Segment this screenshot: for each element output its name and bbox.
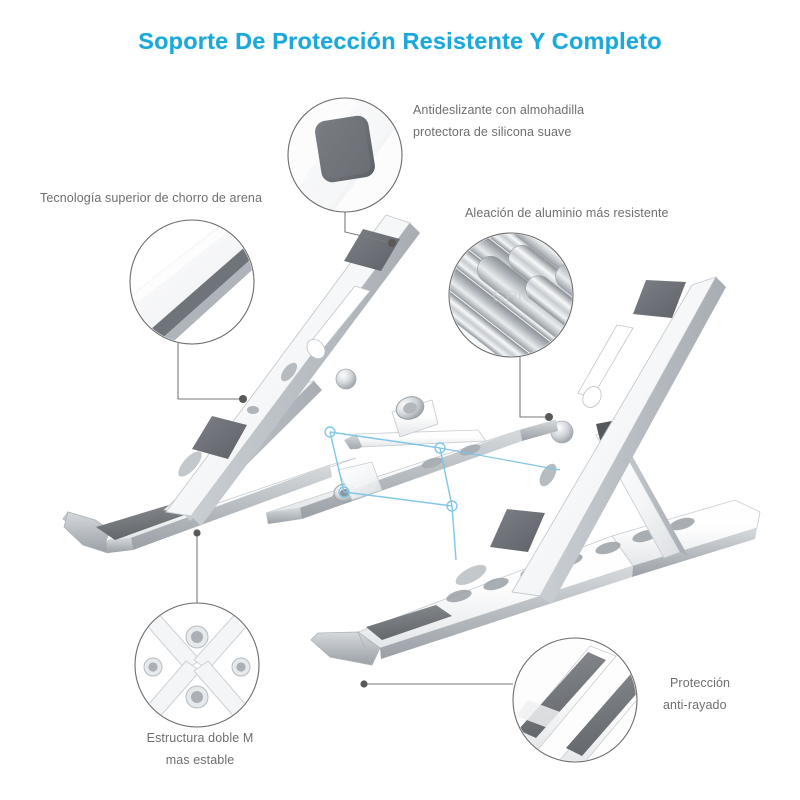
svg-text:GRN: GRN — [492, 287, 530, 306]
callout-label-double-m-line2: mas estable — [165, 752, 235, 767]
callout-circle-silicone-pad — [287, 97, 403, 213]
callout-circle-aluminium: GRN — [448, 232, 574, 358]
right-main-arm — [455, 276, 726, 604]
callout-label-double-m-line1: Estructura doble M — [146, 731, 254, 745]
leader-end-dots — [193, 239, 553, 688]
foot-silicone-pad-left — [96, 504, 190, 540]
leader-sandblasting — [177, 343, 243, 400]
callout-label-sandblasting: Tecnología superior de chorro de arena — [40, 188, 262, 210]
callout-label-silicone-pad-line2: protectora de silicona suave — [413, 124, 572, 139]
double-m-rivets — [143, 625, 251, 709]
left-main-arm — [165, 214, 420, 526]
callout-label-aluminium: Aleación de aluminio más resistente — [465, 203, 669, 225]
leader-aluminium — [519, 357, 549, 418]
callout-label-silicone-pad-line1: Antideslizante con almohadilla — [413, 103, 585, 117]
silicone-pad-right-lower — [490, 509, 545, 552]
callout-label-anti-scratch-line1: Protección — [670, 676, 731, 690]
foot-silicone-pad-right — [366, 605, 452, 640]
callout-label-anti-scratch: Protección anti-rayado — [663, 673, 730, 716]
callout-label-silicone-pad: Antideslizante con almohadilla protector… — [413, 100, 584, 143]
laptop-stand-product — [62, 214, 761, 666]
silicone-pad-left-top — [344, 229, 400, 271]
leader-silicone-pad — [344, 212, 393, 244]
left-base-rail — [62, 457, 357, 554]
callout-label-anti-scratch-line2: anti-rayado — [663, 697, 727, 712]
callout-label-sandblasting-line1: Tecnología superior de chorro de arena — [40, 191, 262, 205]
main-pivot-hinge — [391, 396, 439, 438]
callout-circle-double-m — [134, 602, 260, 728]
stand-right-assembly — [310, 276, 761, 666]
stand-left-assembly — [62, 214, 420, 554]
silicone-pad-right-top — [633, 280, 686, 318]
silicone-pad-left-lower — [192, 416, 247, 459]
double-m-highlight-lines — [324, 426, 561, 561]
callout-label-double-m: Estructura doble M mas estable — [120, 728, 280, 771]
callout-label-aluminium-line1: Aleación de aluminio más resistente — [465, 206, 669, 220]
leader-lines — [177, 212, 549, 685]
central-hinge-cluster — [333, 396, 439, 503]
page-title: Soporte De Protección Resistente Y Compl… — [138, 28, 662, 54]
callout-circle-sandblasting — [129, 219, 255, 345]
callout-circle-anti-scratch — [512, 637, 638, 763]
